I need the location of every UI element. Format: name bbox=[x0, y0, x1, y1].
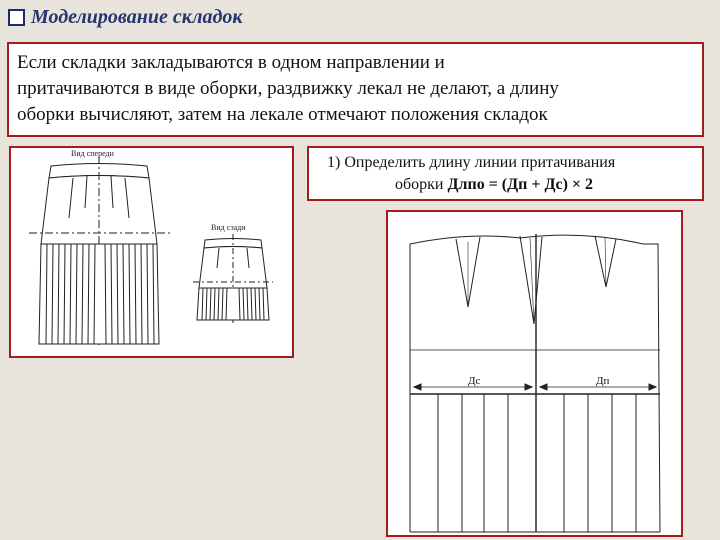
skirt-sketch-panel: Вид спереди Вид сзади bbox=[9, 146, 294, 358]
intro-text-box: Если складки закладываются в одном напра… bbox=[7, 42, 704, 137]
back-width-label: Дс bbox=[468, 375, 481, 387]
intro-line-3: оборки вычисляют, затем на лекале отмеча… bbox=[17, 104, 548, 125]
checkbox-bullet-icon bbox=[8, 8, 25, 26]
formula-line: оборки Длпо = (Дп + Дс) × 2 bbox=[309, 174, 702, 196]
slide-title-bar: Моделирование складок bbox=[8, 3, 243, 31]
front-width-label: Дп bbox=[596, 375, 610, 387]
formula-prefix: оборки bbox=[395, 176, 448, 193]
formula-expression: Длпо = (Дп + Дс) × 2 bbox=[447, 176, 594, 193]
formula-box: 1) Определить длину линии притачивания о… bbox=[307, 146, 704, 201]
skirt-pattern-drawing: Дс Дп bbox=[409, 234, 661, 533]
skirt-pattern-panel: Дс Дп bbox=[386, 210, 683, 537]
slide-title: Моделирование складок bbox=[31, 5, 243, 28]
back-view-label: Вид сзади bbox=[211, 223, 246, 232]
front-view-label: Вид спереди bbox=[71, 149, 115, 158]
formula-step-line: 1) Определить длину линии притачивания bbox=[327, 154, 616, 171]
intro-line-1: Если складки закладываются в одном напра… bbox=[17, 52, 445, 73]
intro-line-2: притачиваются в виде оборки, раздвижку л… bbox=[17, 78, 559, 99]
skirt-sketch-drawing: Вид спереди Вид сзади bbox=[29, 149, 273, 348]
